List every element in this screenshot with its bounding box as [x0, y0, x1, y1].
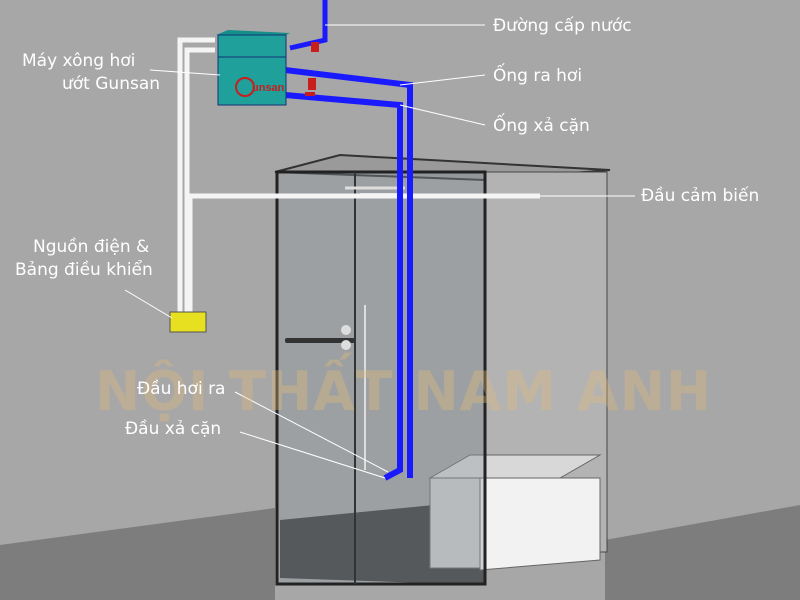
- label-steam-head: Đầu hơi ra: [137, 379, 226, 399]
- door-handle: [285, 338, 355, 343]
- leader-lines: [124, 24, 635, 479]
- mixer-valve: [341, 325, 351, 335]
- power-conduit: [177, 37, 540, 320]
- control-panel: [169, 311, 207, 333]
- glass-front: [275, 170, 487, 586]
- label-water-supply: Đường cấp nước: [493, 16, 632, 36]
- label-steam-machine-2: ướt Gunsan: [62, 74, 161, 94]
- label-drain-pipe: Ống xả cặn: [493, 116, 590, 136]
- label-sensor: Đầu cảm biến: [641, 186, 760, 206]
- label-power-2: Bảng điều khiển: [15, 260, 153, 280]
- drain-pipe: [284, 92, 403, 481]
- label-drain-head: Đầu xả cặn: [125, 419, 222, 439]
- watermark: NỘI THẤT NAM ANH: [95, 360, 713, 423]
- floor: [0, 508, 275, 600]
- label-power-1: Nguồn điện &: [33, 237, 150, 257]
- label-steam-outlet-pipe: Ống ra hơi: [493, 66, 583, 86]
- svg-text:unsan: unsan: [252, 82, 285, 94]
- bench-side: [479, 477, 601, 571]
- steam-outlet-pipe: [284, 67, 413, 478]
- steam-machine: [217, 34, 287, 106]
- label-steam-machine-1: Máy xông hơi: [22, 51, 136, 71]
- water-supply-pipe: [289, 0, 328, 51]
- floor-right: [605, 505, 800, 600]
- valve-icon: [305, 42, 319, 96]
- bench-front: [429, 477, 481, 569]
- gunsan-logo: [235, 77, 255, 97]
